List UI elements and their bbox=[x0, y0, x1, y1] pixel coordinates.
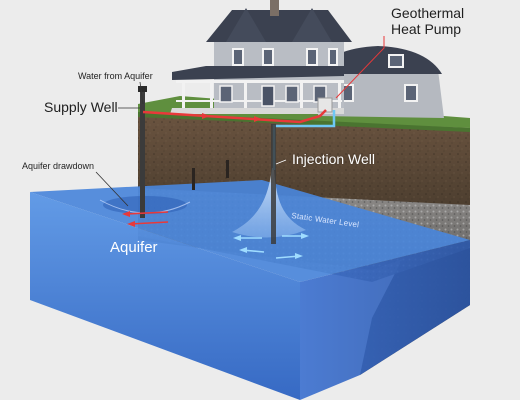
geothermal-label-line2: Heat Pump bbox=[391, 21, 462, 37]
geothermal-label-line1: Geothermal bbox=[391, 5, 465, 21]
aquifer-side bbox=[300, 240, 470, 400]
injection-flow-arrows bbox=[233, 233, 309, 259]
injection-cone bbox=[232, 168, 306, 238]
injection-well-casing bbox=[271, 124, 276, 244]
injection-leader bbox=[275, 159, 287, 165]
supply-pipe bbox=[142, 109, 327, 124]
aquifer-label: Aquifer bbox=[110, 239, 158, 256]
injection-well-label: Injection Well bbox=[292, 151, 376, 167]
aquifer-front bbox=[30, 192, 300, 400]
supply-flow-arrows bbox=[122, 211, 169, 227]
aquifer-drawdown-label: Aquifer drawdown bbox=[22, 161, 95, 171]
water-leader bbox=[139, 81, 144, 105]
house bbox=[170, 0, 444, 118]
geothermal-leader bbox=[335, 36, 385, 99]
supply-well-label: Supply Well bbox=[44, 99, 118, 115]
drawdown-leader bbox=[95, 171, 129, 207]
supply-well-casing bbox=[140, 90, 145, 218]
water-from-aquifer-label: Water from Aquifer bbox=[78, 71, 153, 81]
